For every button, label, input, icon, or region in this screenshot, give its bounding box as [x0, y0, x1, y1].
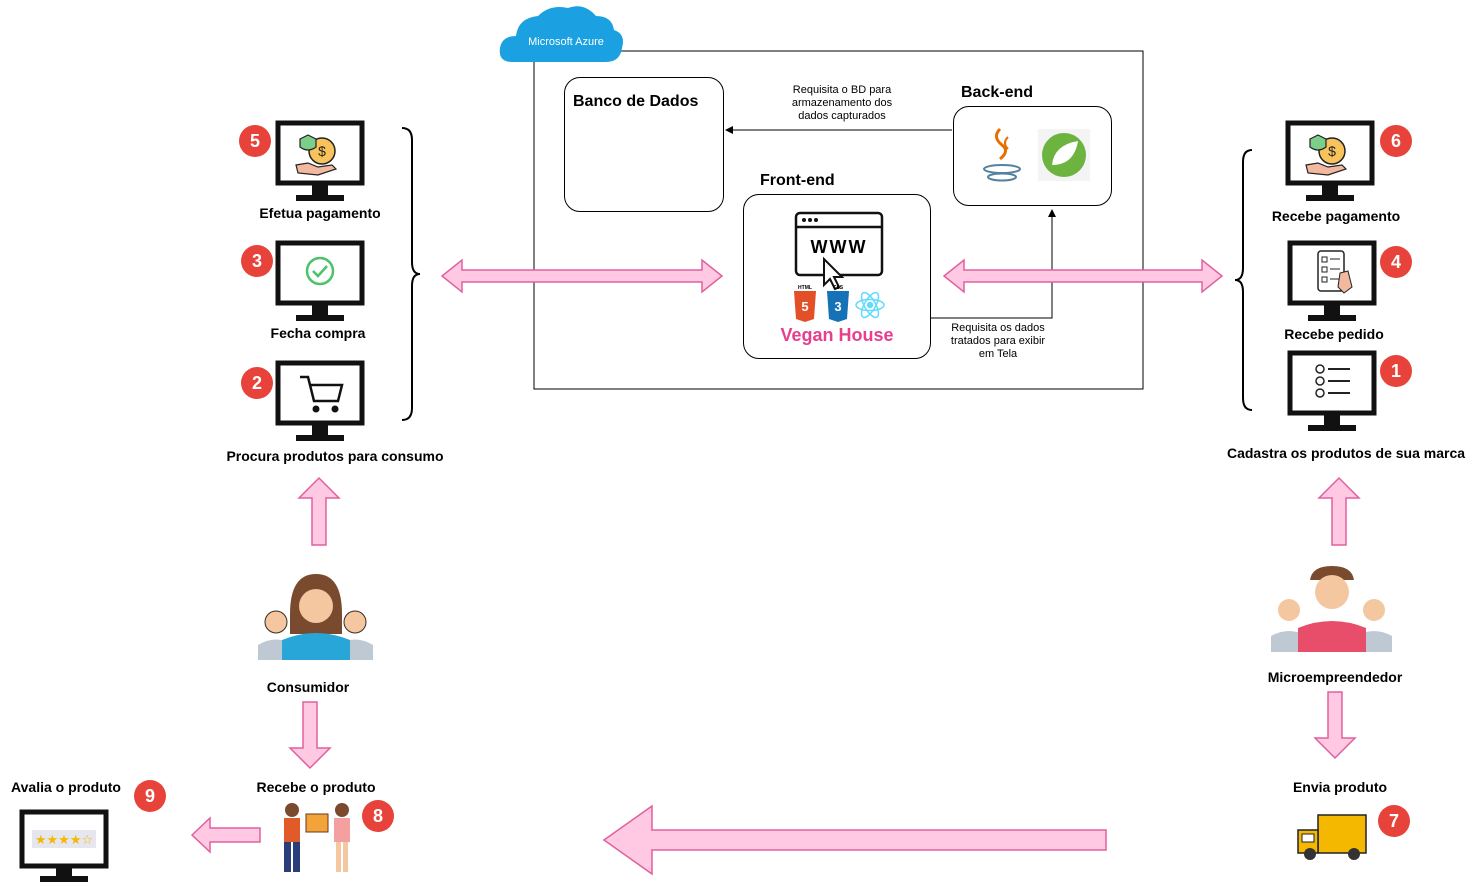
edge-label-frontend-backend: Requisita os dados tratados para exibir … — [950, 322, 1046, 360]
actor-seller: Microempreendedor — [1267, 669, 1403, 685]
svg-text:★★★★☆: ★★★★☆ — [35, 833, 93, 848]
badge-step-5: 5 — [239, 125, 271, 157]
spring-icon — [1038, 129, 1090, 181]
consumer-brace — [401, 127, 421, 421]
browser-window-icon — [794, 211, 884, 291]
monitor-order-icon — [1290, 243, 1374, 321]
svg-text:$: $ — [318, 143, 326, 159]
arrow-consumer-down — [288, 701, 332, 770]
azure-boundary — [533, 50, 1144, 390]
svg-text:3: 3 — [834, 299, 841, 314]
arrow-delivery-left — [602, 804, 1107, 876]
edge-label-backend-db: Requisita o BD para armazenamento dos da… — [791, 84, 893, 122]
step-label-receive-order: Recebe pedido — [1284, 326, 1384, 342]
truck-icon — [1297, 814, 1367, 860]
monitor-receive-payment-icon: $ — [1288, 123, 1372, 201]
java-icon — [983, 127, 1021, 182]
step-label-pay: Efetua pagamento — [259, 205, 381, 221]
arrow-review-left — [190, 816, 261, 854]
monitor-checklist-icon — [1290, 353, 1374, 431]
arrow-seller-up — [1317, 476, 1361, 546]
monitor-review-icon: ★★★★☆ — [19, 809, 109, 882]
consumer-group-icon — [258, 574, 373, 660]
backend-box — [953, 106, 1112, 206]
monitor-payment-icon: $ — [278, 123, 362, 201]
monitor-checkout-icon — [278, 243, 362, 321]
azure-cloud-icon — [499, 6, 623, 62]
frontend-title: Front-end — [760, 172, 835, 189]
azure-label: Microsoft Azure — [528, 36, 604, 48]
frontend-icons: 5 3 — [794, 211, 885, 322]
arrow-seller-down — [1313, 691, 1357, 760]
backend-icons — [983, 127, 1090, 182]
badge-step-4: 4 — [1380, 246, 1412, 278]
step-label-checkout: Fecha compra — [270, 325, 366, 341]
label-review-product: Avalia o produto — [11, 779, 121, 795]
step-label-register: Cadastra os produtos de sua marca — [1226, 445, 1466, 461]
monitor-cart-icon — [278, 363, 362, 441]
css-label: CSS — [832, 285, 844, 291]
seller-group-icon — [1271, 566, 1392, 652]
delivery-icon — [284, 803, 350, 872]
css3-icon: 3 — [827, 291, 849, 322]
www-text: WWW — [810, 237, 868, 257]
badge-step-7: 7 — [1378, 805, 1410, 837]
svg-text:$: $ — [1328, 143, 1336, 159]
badge-step-2: 2 — [241, 367, 273, 399]
seller-brace — [1234, 149, 1253, 411]
badge-step-6: 6 — [1380, 125, 1412, 157]
step-label-search: Procura produtos para consumo — [226, 448, 444, 464]
badge-step-1: 1 — [1380, 355, 1412, 387]
svg-text:5: 5 — [801, 299, 808, 314]
database-title: Banco de Dados — [573, 93, 699, 110]
frontend-box: 5 3 WWW HTML CSS Vegan House — [743, 194, 931, 359]
step-label-receive-payment: Recebe pagamento — [1271, 208, 1401, 224]
html5-icon: 5 — [794, 291, 816, 322]
edge-frontend-to-backend — [930, 209, 1056, 319]
badge-step-9: 9 — [134, 780, 166, 812]
arrow-frontend-seller — [942, 258, 1224, 294]
html-label: HTML — [798, 285, 812, 291]
arrow-consumer-frontend — [440, 258, 724, 294]
actor-consumer: Consumidor — [266, 679, 350, 695]
backend-title: Back-end — [961, 84, 1034, 101]
arrow-consumer-up — [297, 476, 341, 546]
badge-step-8: 8 — [362, 800, 394, 832]
react-icon — [855, 291, 885, 319]
label-send-product: Envia produto — [1292, 779, 1388, 795]
database-box — [564, 77, 724, 212]
brand-name: Vegan House — [780, 325, 894, 345]
label-receive-product: Recebe o produto — [256, 779, 376, 795]
badge-step-3: 3 — [241, 245, 273, 277]
